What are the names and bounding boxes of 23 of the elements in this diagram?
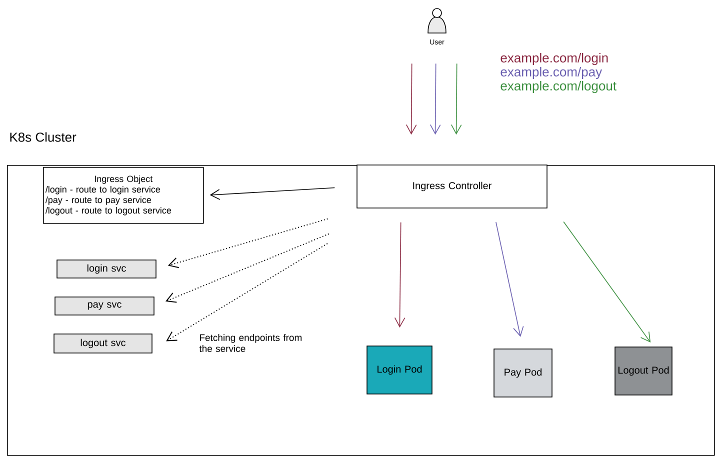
url-label: example.com/login bbox=[500, 52, 608, 66]
ingress-object-box: Ingress Object /login - route to login service /pay - route to pay service /logout - route to logout service bbox=[43, 167, 204, 224]
node-label: K8s Cluster bbox=[10, 132, 76, 142]
arrow bbox=[450, 63, 462, 135]
arrow bbox=[563, 221, 651, 343]
arrow bbox=[168, 218, 328, 268]
arrow bbox=[166, 243, 328, 342]
url-label: example.com/pay bbox=[500, 66, 602, 80]
arrow bbox=[394, 222, 406, 328]
service-box: pay svc bbox=[54, 296, 154, 316]
note: Fetching endpoints from the service bbox=[199, 334, 302, 352]
pod-box: Logout Pod bbox=[614, 346, 672, 396]
controller-box: Ingress Controller bbox=[356, 164, 548, 208]
arrow bbox=[406, 63, 417, 135]
pod-box: Login Pod bbox=[366, 346, 432, 394]
url-label: example.com/logout bbox=[500, 80, 616, 94]
arrow bbox=[430, 63, 441, 135]
service-box: logout svc bbox=[54, 334, 152, 354]
arrow bbox=[166, 233, 330, 303]
service-box: login svc bbox=[56, 260, 156, 278]
pod-box: Pay Pod bbox=[494, 348, 552, 398]
arrow bbox=[210, 187, 336, 200]
arrow bbox=[496, 222, 524, 337]
